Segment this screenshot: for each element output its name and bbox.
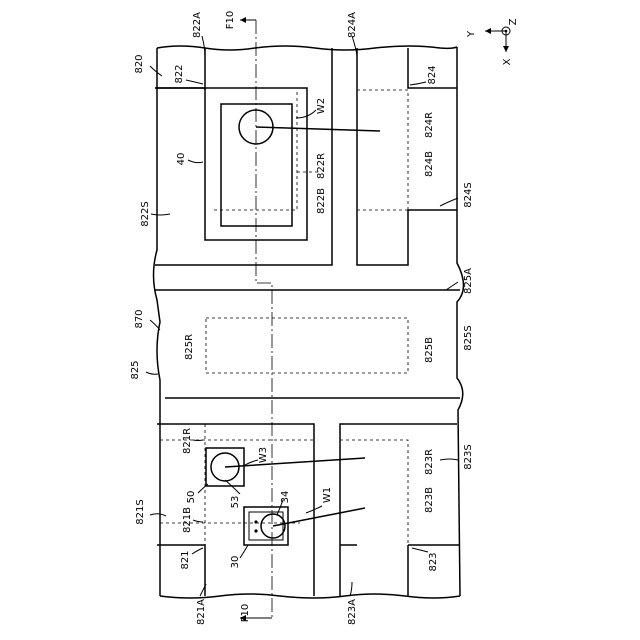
label-f10-top: F10 <box>225 11 236 29</box>
leader-870 <box>150 320 160 330</box>
leader-824 <box>410 82 426 85</box>
top-break-edge <box>157 46 457 50</box>
label-40: 40 <box>176 153 187 166</box>
label-825B: 825B <box>424 337 435 363</box>
right-edge <box>457 47 464 596</box>
section-top-arrowhead <box>240 17 246 23</box>
recess-824-outline <box>357 48 457 265</box>
leader-823 <box>412 548 428 552</box>
w2-connection <box>256 127 380 131</box>
y-axis-arrowhead <box>485 28 491 34</box>
label-f10-bottom: F10 <box>240 604 251 622</box>
z-axis-dot <box>505 30 508 33</box>
label-821: 821 <box>180 550 191 569</box>
label-823A: 823A <box>347 599 358 625</box>
leader-53 <box>225 480 240 494</box>
base-40-inner <box>221 104 292 226</box>
label-823R: 823R <box>424 449 435 475</box>
labels: Y Z X F10 F10 820 822A 824A 822 824 822S… <box>130 11 519 625</box>
region-822r-dashed <box>212 92 318 210</box>
component-30-dot-a <box>254 520 257 523</box>
recess-825 <box>155 290 460 398</box>
region-823r-dashed <box>340 440 408 545</box>
leader-821 <box>192 548 203 554</box>
leader-50 <box>198 484 208 493</box>
leader-821S <box>150 514 166 516</box>
label-822R: 822R <box>316 153 327 179</box>
leader-824A <box>352 36 357 56</box>
label-823B: 823B <box>424 487 435 513</box>
leader-823S <box>440 459 458 460</box>
leader-30 <box>240 545 248 558</box>
label-821R: 821R <box>182 428 193 454</box>
label-824B: 824B <box>424 151 435 177</box>
label-825A: 825A <box>463 268 474 294</box>
component-30-dot-b <box>254 529 257 532</box>
label-W3: W3 <box>258 447 269 463</box>
leader-820 <box>150 66 162 76</box>
label-50: 50 <box>186 491 197 504</box>
leader-W2 <box>296 110 316 118</box>
label-821S: 821S <box>135 499 146 524</box>
leader-821R <box>193 440 203 441</box>
component-30-outer <box>244 507 288 545</box>
label-821A: 821A <box>196 599 207 625</box>
leader-824S <box>440 198 458 206</box>
label-822: 822 <box>174 64 185 83</box>
region-825-dashed <box>206 318 408 373</box>
axis-indicator <box>485 27 510 52</box>
label-824: 824 <box>427 65 438 84</box>
label-W2: W2 <box>316 98 327 114</box>
leader-825 <box>146 372 158 374</box>
label-824A: 824A <box>347 12 358 38</box>
recess-824 <box>357 48 457 265</box>
label-820: 820 <box>134 54 145 73</box>
w1-connection <box>273 508 365 526</box>
leader-822S <box>151 214 170 215</box>
axis-label-y: Y <box>466 30 477 38</box>
label-822A: 822A <box>192 12 203 38</box>
label-53: 53 <box>230 496 241 509</box>
label-824R: 824R <box>424 112 435 138</box>
label-825S: 825S <box>463 325 474 350</box>
w3-connection <box>225 458 365 467</box>
label-823S: 823S <box>463 444 474 469</box>
leader-40 <box>188 160 203 163</box>
x-axis-arrowhead <box>503 46 509 52</box>
leader-825A <box>446 282 458 290</box>
leader-822 <box>186 80 203 84</box>
label-823: 823 <box>428 552 439 571</box>
label-821B: 821B <box>182 507 193 533</box>
leader-823A <box>350 582 352 596</box>
leader-822A <box>202 36 205 56</box>
axis-label-z: Z <box>508 18 519 25</box>
label-34: 34 <box>280 491 291 504</box>
label-825R: 825R <box>184 334 195 360</box>
label-822B: 822B <box>316 188 327 214</box>
region-824r-dashed <box>357 90 408 210</box>
axis-label-x: X <box>502 58 513 65</box>
label-30: 30 <box>230 556 241 569</box>
label-W1: W1 <box>322 487 333 503</box>
label-824S: 824S <box>463 182 474 207</box>
leader-821B <box>193 520 203 522</box>
label-870: 870 <box>134 309 145 328</box>
label-822S: 822S <box>140 201 151 226</box>
label-825: 825 <box>130 360 141 379</box>
